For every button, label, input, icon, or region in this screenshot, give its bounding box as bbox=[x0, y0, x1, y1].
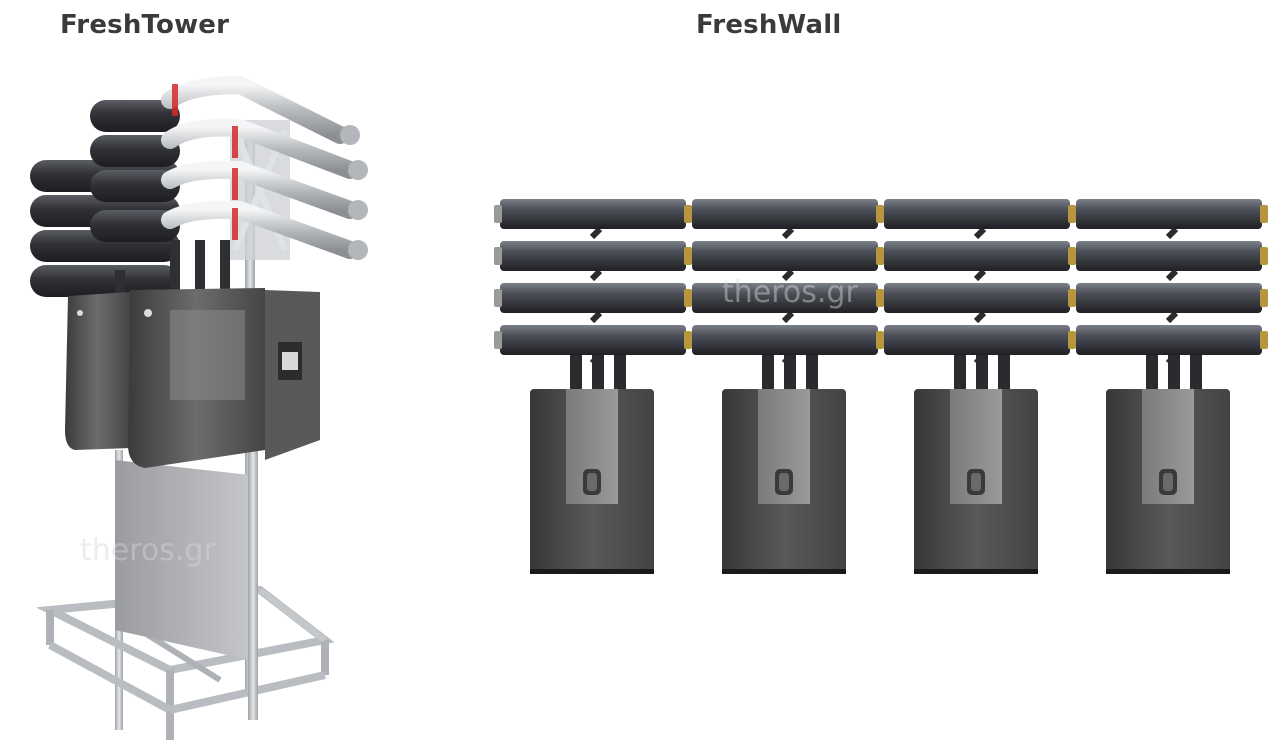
wall-brass-fitting bbox=[1260, 289, 1268, 307]
wall-unit-base bbox=[914, 569, 1038, 574]
wall-unit-base bbox=[530, 569, 654, 574]
wall-end-cap bbox=[494, 247, 502, 265]
wall-unit-display-glass bbox=[971, 473, 981, 491]
wall-brass-fitting bbox=[684, 205, 692, 223]
freshwall-product-image: theros.gr bbox=[490, 185, 1280, 585]
wall-end-cap bbox=[494, 289, 502, 307]
wall-insulated-pipe bbox=[500, 199, 686, 229]
wall-brass-fitting bbox=[1260, 247, 1268, 265]
wall-insulated-pipe bbox=[884, 283, 1070, 313]
freshwall-illustration: theros.gr bbox=[494, 199, 1268, 574]
wall-connector bbox=[781, 310, 795, 324]
wall-insulated-pipe bbox=[692, 283, 878, 313]
tower-watermark: theros.gr bbox=[80, 533, 216, 568]
wall-insulated-pipe bbox=[1076, 283, 1262, 313]
wall-connector bbox=[589, 310, 603, 324]
wall-connector bbox=[973, 268, 987, 282]
wall-connector bbox=[781, 226, 795, 240]
wall-brass-fitting bbox=[1260, 331, 1268, 349]
wall-insulated-pipe bbox=[1076, 325, 1262, 355]
wall-connector bbox=[1165, 352, 1179, 366]
wall-brass-fitting bbox=[876, 205, 884, 223]
wall-insulated-pipe bbox=[692, 241, 878, 271]
tower-pipe-rack bbox=[30, 75, 368, 300]
wall-insulated-pipe bbox=[884, 199, 1070, 229]
wall-connector bbox=[973, 310, 987, 324]
wall-unit-base bbox=[722, 569, 846, 574]
wall-insulated-pipe bbox=[1076, 199, 1262, 229]
wall-unit-display-glass bbox=[1163, 473, 1173, 491]
wall-connector bbox=[1165, 268, 1179, 282]
wall-brass-fitting bbox=[876, 331, 884, 349]
freshtower-heading: FreshTower bbox=[60, 10, 230, 40]
wall-insulated-pipe bbox=[884, 325, 1070, 355]
wall-end-cap bbox=[494, 331, 502, 349]
freshwall-modules bbox=[494, 199, 1268, 574]
wall-insulated-pipe bbox=[500, 241, 686, 271]
wall-end-cap bbox=[494, 205, 502, 223]
wall-insulated-pipe bbox=[884, 241, 1070, 271]
wall-insulated-pipe bbox=[500, 325, 686, 355]
wall-connector bbox=[1165, 226, 1179, 240]
freshwall-heading: FreshWall bbox=[696, 10, 842, 40]
tower-units bbox=[65, 288, 320, 468]
wall-connector bbox=[589, 226, 603, 240]
wall-connector bbox=[589, 352, 603, 366]
wall-brass-fitting bbox=[1068, 247, 1076, 265]
wall-unit-display-glass bbox=[587, 473, 597, 491]
wall-connector bbox=[973, 226, 987, 240]
wall-connector bbox=[781, 268, 795, 282]
wall-unit-base bbox=[1106, 569, 1230, 574]
wall-brass-fitting bbox=[876, 247, 884, 265]
wall-connector bbox=[1165, 310, 1179, 324]
wall-brass-fitting bbox=[876, 289, 884, 307]
freshtower-illustration: theros.gr bbox=[30, 75, 368, 740]
wall-insulated-pipe bbox=[692, 199, 878, 229]
wall-insulated-pipe bbox=[692, 325, 878, 355]
freshtower-product-image: theros.gr bbox=[20, 70, 390, 744]
wall-connector bbox=[589, 268, 603, 282]
wall-insulated-pipe bbox=[1076, 241, 1262, 271]
wall-brass-fitting bbox=[684, 289, 692, 307]
wall-brass-fitting bbox=[1068, 289, 1076, 307]
wall-watermark: theros.gr bbox=[722, 275, 858, 310]
wall-connector bbox=[973, 352, 987, 366]
wall-brass-fitting bbox=[684, 247, 692, 265]
wall-brass-fitting bbox=[1068, 331, 1076, 349]
wall-unit-display-glass bbox=[779, 473, 789, 491]
wall-brass-fitting bbox=[1068, 205, 1076, 223]
wall-brass-fitting bbox=[684, 331, 692, 349]
wall-connector bbox=[781, 352, 795, 366]
wall-insulated-pipe bbox=[500, 283, 686, 313]
wall-brass-fitting bbox=[1260, 205, 1268, 223]
